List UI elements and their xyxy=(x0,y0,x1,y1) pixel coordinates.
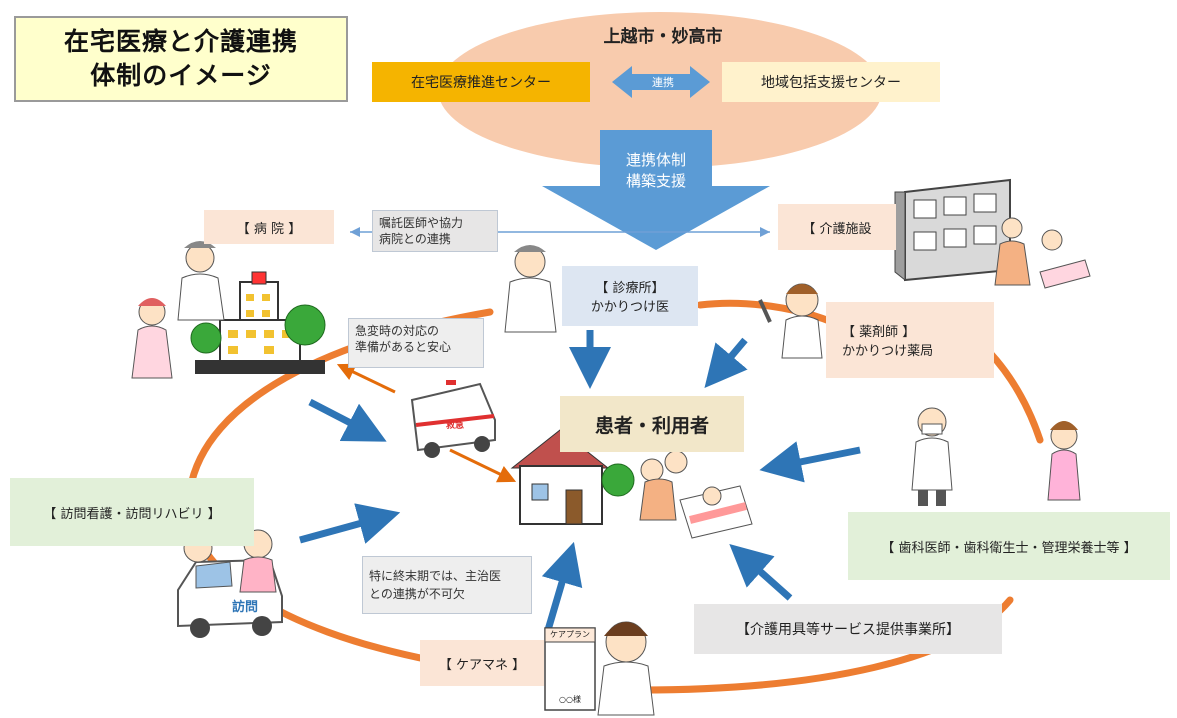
blue-arrows xyxy=(299,330,861,631)
pharmacist-label: 【 薬剤師 】 かかりつけ薬局 xyxy=(826,302,994,378)
link-double-arrow xyxy=(612,66,710,98)
patient-bed-illustration xyxy=(639,450,753,539)
pharmacist-line-2: かかりつけ薬局 xyxy=(842,344,934,359)
home-care-center: 在宅医療推進センター xyxy=(372,62,590,102)
nursing-van-illustration xyxy=(177,529,283,638)
house-illustration xyxy=(510,429,635,525)
hospital-note-line-1: 嘱託医師や協力 xyxy=(379,216,464,230)
hospital-note: 嘱託医師や協力 病院との連携 xyxy=(372,210,498,252)
clinic-line-1: 【 診療所】 xyxy=(595,281,665,296)
dental-label: 【 歯科医師・歯科衛生士・管理栄養士等 】 xyxy=(848,512,1170,580)
care-facility-label: 【 介護施設 xyxy=(778,204,896,250)
care-manager-illustration xyxy=(544,621,655,716)
link-label: 連携 xyxy=(652,76,674,89)
ambulance-label: 救急 xyxy=(446,421,465,431)
care-plan-footer: ○○様 xyxy=(559,695,581,704)
van-label: 訪問 xyxy=(232,600,259,615)
care-plan-title: ケアプラン xyxy=(550,630,590,639)
pharmacist-line-1: 【 薬剤師 】 xyxy=(842,325,916,340)
emergency-note: 急変時の対応の 準備があると安心 xyxy=(348,318,484,368)
facility-illustration xyxy=(894,178,1091,289)
title-line-1: 在宅医療と介護連携 xyxy=(63,27,298,56)
hospital-illustration xyxy=(131,241,326,379)
care-manager-label: 【 ケアマネ 】 xyxy=(420,640,544,686)
community-support-center: 地域包括支援センター xyxy=(722,62,940,102)
diagram-title: 在宅医療と介護連携 体制のイメージ xyxy=(14,16,348,102)
support-line-2: 構築支援 xyxy=(625,172,686,190)
hospital-label: 【 病 院 】 xyxy=(204,210,334,244)
emergency-arrows xyxy=(336,363,517,483)
clinic-doctor-illustration xyxy=(504,245,557,333)
terminal-note-line-1: 特に終末期では、主治医 xyxy=(369,569,502,583)
emergency-note-line-1: 急変時の対応の xyxy=(355,324,440,338)
emergency-note-line-2: 準備があると安心 xyxy=(355,340,452,354)
clinic-line-2: かかりつけ医 xyxy=(590,300,670,315)
equipment-provider-label: 【介護用具等サービス提供事業所】 xyxy=(694,604,1002,654)
terminal-note-line-2: との連携が不可欠 xyxy=(369,587,465,601)
title-line-2: 体制のイメージ xyxy=(90,61,272,90)
pharmacist-illustration xyxy=(758,283,823,359)
city-name: 上越市・妙高市 xyxy=(603,27,723,47)
clinic-label: 【 診療所】 かかりつけ医 xyxy=(562,266,698,326)
home-nursing-label: 【 訪問看護・訪問リハビリ 】 xyxy=(10,478,254,546)
support-arrow-label: 連携体制 構築支援 xyxy=(606,150,706,192)
dental-staff-illustration xyxy=(911,407,1081,506)
support-arrow xyxy=(542,130,770,250)
terminal-care-note: 特に終末期では、主治医 との連携が不可欠 xyxy=(362,556,532,614)
patient-label: 患者・利用者 xyxy=(560,396,744,452)
hospital-note-line-2: 病院との連携 xyxy=(379,232,451,246)
support-line-1: 連携体制 xyxy=(625,151,686,169)
ambulance-illustration xyxy=(410,380,496,458)
